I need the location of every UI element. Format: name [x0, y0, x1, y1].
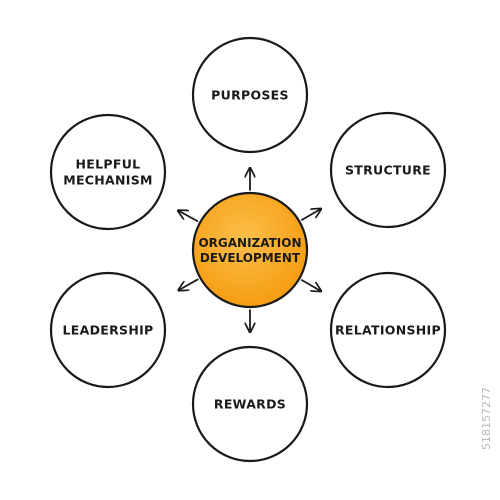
center-label: DEVELOPMENT — [200, 251, 301, 265]
outer-nodes: PURPOSES STRUCTURE RELATIONSHIP REWARDS LEAD… — [49, 36, 447, 463]
node-structure: STRUCTURE — [329, 111, 447, 229]
arrow-to-leadership — [179, 278, 199, 290]
center-label: ORGANIZATION — [198, 236, 301, 250]
node-label-rewards: REWARDS — [214, 397, 286, 412]
node-relationship: RELATIONSHIP — [329, 271, 447, 389]
node-label-structure: STRUCTURE — [345, 163, 431, 178]
node-circle-relationship — [329, 271, 447, 389]
node-leadership: LEADERSHIP — [49, 271, 167, 389]
node-circle-purposes — [191, 36, 309, 154]
node-label-leadership: LEADERSHIP — [63, 323, 154, 338]
node-label-helpful-mechanism: MECHANISM — [63, 173, 153, 188]
node-circle-rewards — [191, 345, 309, 463]
center-circle — [191, 191, 309, 309]
arrow-to-relationship — [301, 279, 321, 291]
node-label-purposes: PURPOSES — [211, 88, 289, 103]
node-label-helpful-mechanism: HELPFUL — [76, 157, 141, 172]
node-rewards: REWARDS — [191, 345, 309, 463]
node-label-relationship: RELATIONSHIP — [335, 323, 441, 338]
node-circle-helpful-mechanism — [49, 113, 167, 231]
arrow-to-helpful-mechanism — [178, 211, 199, 223]
node-purposes: PURPOSES — [191, 36, 309, 154]
node-circle-leadership — [49, 271, 167, 389]
connector-arrows — [178, 168, 321, 332]
node-circle-structure — [329, 111, 447, 229]
arrow-to-structure — [301, 209, 321, 221]
